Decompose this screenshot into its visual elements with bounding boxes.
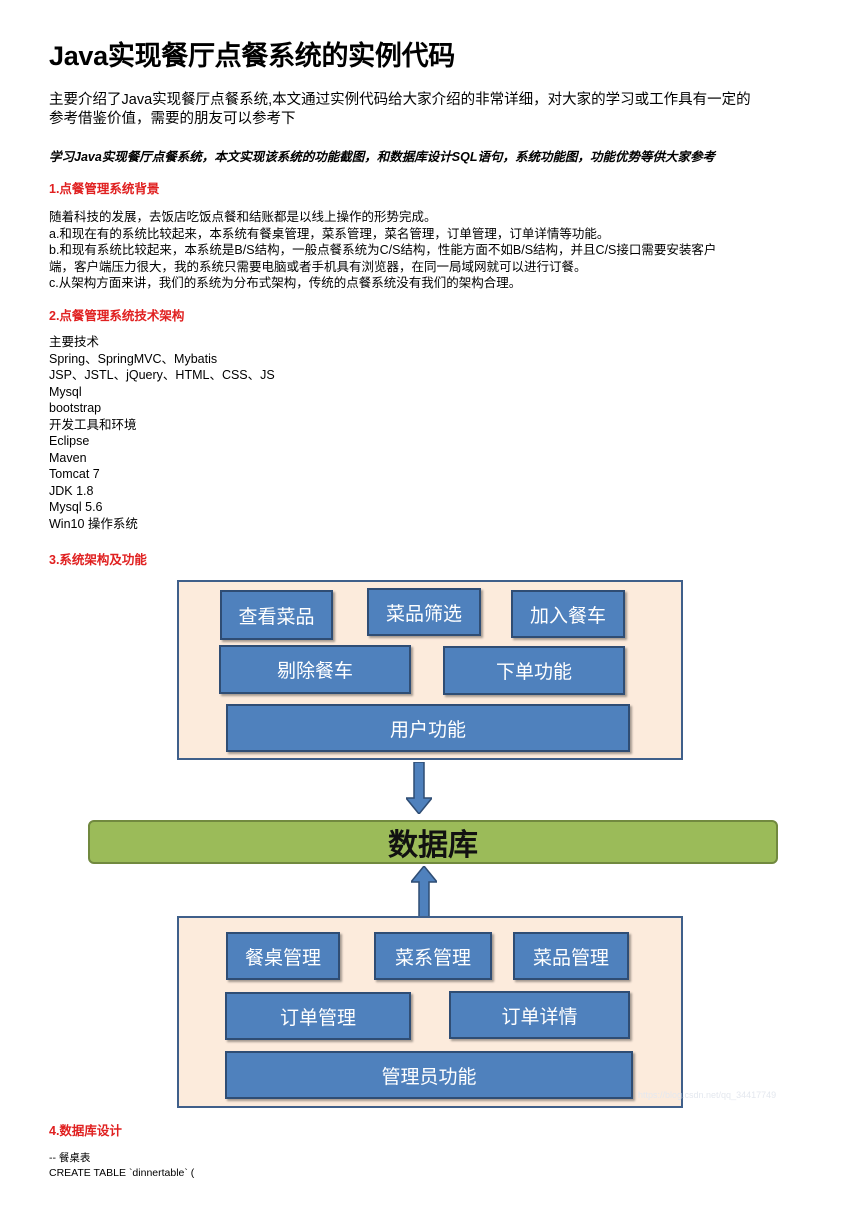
intro-line: 参考借鉴价值，需要的朋友可以参考下 xyxy=(49,111,296,127)
tech-item: bootstrap xyxy=(49,401,102,415)
tech-item: Win10 操作系统 xyxy=(49,516,138,531)
filter-dishes-box: 菜品筛选 xyxy=(367,588,481,636)
architecture-diagram: 查看菜品 菜品筛选 加入餐车 剔除餐车 下单功能 用户功能 数据库 餐桌管理 菜… xyxy=(88,580,778,1110)
tech-item: Mysql xyxy=(49,384,82,399)
paragraph-line: a.和现在有的系统比较起来，本系统有餐桌管理，菜系管理，菜名管理，订单管理，订单… xyxy=(49,226,610,241)
order-details-box: 订单详情 xyxy=(449,991,630,1039)
code-line: CREATE TABLE `dinnertable` ( xyxy=(49,1166,195,1179)
table-management-box: 餐桌管理 xyxy=(226,932,340,980)
down-arrow-icon xyxy=(406,762,432,814)
intro-line: 主要介绍了Java实现餐厅点餐系统,本文通过实例代码给大家介绍的非常详细，对大家… xyxy=(49,92,751,108)
order-management-box: 订单管理 xyxy=(225,992,411,1040)
admin-functions-panel: 餐桌管理 菜系管理 菜品管理 订单管理 订单详情 管理员功能 xyxy=(177,916,683,1108)
paragraph-line: c.从架构方面来讲，我们的系统为分布式架构，传统的点餐系统没有我们的架构合理。 xyxy=(49,276,522,290)
add-to-cart-box: 加入餐车 xyxy=(511,590,625,638)
admin-functions-box: 管理员功能 xyxy=(225,1051,633,1099)
tech-item: 开发工具和环境 xyxy=(49,417,137,432)
tech-item: Mysql 5.6 xyxy=(49,500,103,514)
background-paragraph: 随着科技的发展，去饭店吃饭点餐和结账都是以线上操作的形势完成。 a.和现在有的系… xyxy=(49,209,819,292)
paragraph-line: 端，客户端压力很大，我的系统只需要电脑或者手机具有浏览器，在同一局域网就可以进行… xyxy=(49,259,587,274)
sql-code: -- 餐桌表 CREATE TABLE `dinnertable` ( xyxy=(49,1151,194,1180)
tech-item: Maven xyxy=(49,450,87,465)
code-line: -- 餐桌表 xyxy=(49,1152,91,1164)
image-watermark: https://blog.csdn.net/qq_34417749 xyxy=(638,1090,777,1100)
section-heading-database: 4.数据库设计 xyxy=(49,1124,122,1138)
paragraph-line: b.和现有系统比较起来，本系统是B/S结构，一般点餐系统为C/S结构，性能方面不… xyxy=(49,243,717,257)
intro-paragraph: 主要介绍了Java实现餐厅点餐系统,本文通过实例代码给大家介绍的非常详细，对大家… xyxy=(49,91,819,129)
place-order-box: 下单功能 xyxy=(443,646,625,695)
tech-item: JDK 1.8 xyxy=(49,483,94,498)
view-dishes-box: 查看菜品 xyxy=(220,590,333,640)
cuisine-management-box: 菜系管理 xyxy=(374,932,492,980)
user-functions-panel: 查看菜品 菜品筛选 加入餐车 剔除餐车 下单功能 用户功能 xyxy=(177,580,683,760)
tech-item: JSP、JSTL、jQuery、HTML、CSS、JS xyxy=(49,368,275,382)
remove-from-cart-box: 剔除餐车 xyxy=(219,645,411,694)
database-bar: 数据库 xyxy=(88,820,778,864)
tech-item: 主要技术 xyxy=(49,335,100,349)
paragraph-line: 随着科技的发展，去饭店吃饭点餐和结账都是以线上操作的形势完成。 xyxy=(49,210,437,224)
tech-item: Eclipse xyxy=(49,434,90,448)
user-functions-box: 用户功能 xyxy=(226,704,630,752)
section-heading-tech: 2.点餐管理系统技术架构 xyxy=(49,309,185,323)
dish-management-box: 菜品管理 xyxy=(513,932,629,980)
lead-sentence: 学习Java实现餐厅点餐系统，本文实现该系统的功能截图，和数据库设计SQL语句，… xyxy=(49,150,716,164)
tech-list: 主要技术 Spring、SpringMVC、Mybatis JSP、JSTL、j… xyxy=(49,334,819,532)
page-title: Java实现餐厅点餐系统的实例代码 xyxy=(49,41,455,71)
section-heading-architecture: 3.系统架构及功能 xyxy=(49,553,147,567)
section-heading-background: 1.点餐管理系统背景 xyxy=(49,182,160,196)
tech-item: Tomcat 7 xyxy=(49,467,100,481)
up-arrow-icon xyxy=(411,866,437,918)
tech-item: Spring、SpringMVC、Mybatis xyxy=(49,351,218,366)
